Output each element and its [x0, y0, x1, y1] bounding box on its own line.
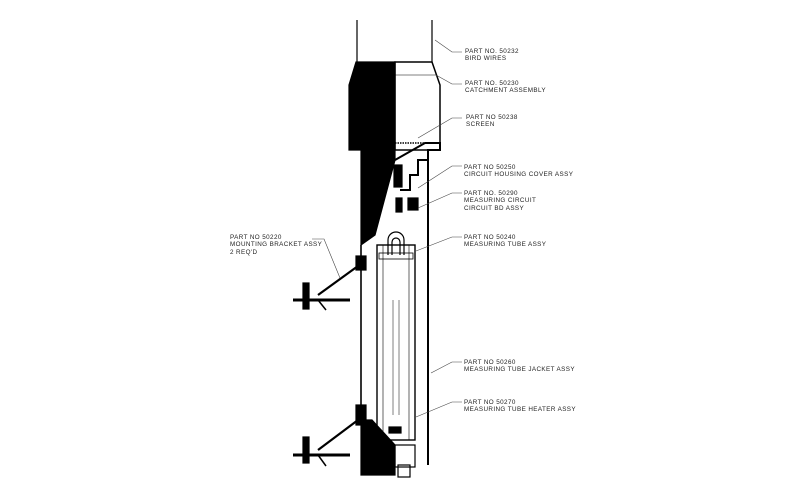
- measuring-tube: [376, 244, 416, 441]
- part-description: MEASURING TUBE HEATER ASSY: [464, 406, 576, 414]
- callout-bird-wires: PART NO. 50232 BIRD WIRES: [465, 48, 519, 63]
- part-number: PART NO. 50290: [464, 190, 518, 197]
- catchment-outline: [394, 61, 441, 151]
- part-number: PART NO 50260: [464, 359, 516, 366]
- part-number: PART NO 50220: [230, 234, 282, 241]
- part-number: PART NO. 50230: [465, 80, 519, 87]
- part-description: MOUNTING BRACKET ASSY: [230, 241, 323, 249]
- part-number: PART NO 50250: [464, 164, 516, 171]
- part-description: MEASURING TUBE JACKET ASSY: [464, 366, 575, 374]
- part-description: MEASURING CIRCUIT: [464, 197, 537, 205]
- part-number: PART NO 50238: [466, 114, 518, 121]
- mounting-bracket-lower: [293, 404, 367, 467]
- leader-lines: [312, 39, 462, 418]
- catchment-section: [348, 61, 396, 151]
- callout-measuring-circuit: PART NO. 50290 MEASURING CIRCUIT CIRCUIT…: [464, 190, 536, 212]
- callout-measuring-tube: PART NO 50240 MEASURING TUBE ASSY: [464, 234, 546, 249]
- callout-measuring-tube-heater: PART NO 50270 MEASURING TUBE HEATER ASSY: [464, 399, 576, 414]
- part-number: PART NO. 50232: [465, 48, 519, 55]
- callout-mounting-bracket: PART NO 50220 MOUNTING BRACKET ASSY 2 RE…: [230, 234, 322, 256]
- callout-catchment-assembly: PART NO. 50230 CATCHMENT ASSEMBLY: [465, 80, 546, 95]
- part-description: CIRCUIT HOUSING COVER ASSY: [464, 171, 574, 179]
- part-number: PART NO 50240: [464, 234, 516, 241]
- part-description: SCREEN: [466, 121, 495, 129]
- callout-circuit-housing-cover: PART NO 50250 CIRCUIT HOUSING COVER ASSY: [464, 164, 573, 179]
- part-description: CATCHMENT ASSEMBLY: [465, 87, 547, 95]
- part-description: 2 REQ'D: [230, 248, 258, 256]
- part-description: BIRD WIRES: [465, 55, 507, 63]
- part-description: CIRCUIT BD ASSY: [464, 204, 525, 212]
- housing-section: [360, 149, 396, 247]
- part-description: MEASURING TUBE ASSY: [464, 241, 547, 249]
- callout-measuring-tube-jacket: PART NO 50260 MEASURING TUBE JACKET ASSY: [464, 359, 575, 374]
- part-number: PART NO 50270: [464, 399, 516, 406]
- callout-screen: PART NO 50238 SCREEN: [466, 114, 518, 129]
- mounting-bracket-upper: [293, 255, 367, 311]
